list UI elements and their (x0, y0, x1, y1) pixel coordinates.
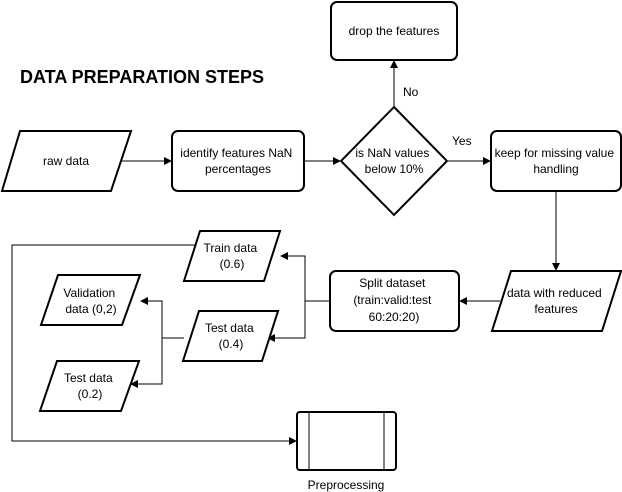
node-keep-features: keep for missing value handling (490, 130, 622, 192)
node-shape (181, 310, 280, 362)
edge-test-to-validation (147, 300, 184, 339)
node-label: is NaN values below 10% (355, 146, 432, 176)
node-shape (330, 1, 458, 61)
node-preprocessing: Preprocessing (296, 411, 397, 492)
node-test-data-split: Test data (0.4) (181, 310, 280, 362)
node-nan-check: is NaN values below 10% (339, 105, 449, 217)
arrowhead (280, 252, 288, 260)
node-shape (490, 270, 622, 332)
arrowhead (390, 60, 398, 68)
node-shape (182, 230, 282, 282)
arrowhead (459, 297, 467, 305)
node-label: drop the features (349, 24, 440, 38)
node-shape (38, 360, 141, 412)
edge-split-to-train (287, 255, 330, 302)
node-validation-data: Validation data (0,2) (39, 274, 142, 326)
diagram-title: DATA PREPARATION STEPS (20, 67, 264, 87)
node-shape (0, 130, 133, 192)
edge-test-to-testfinal (137, 338, 163, 385)
edge-train-to-preprocessing (11, 244, 290, 442)
edge-label-no: No (403, 85, 419, 99)
node-label: Preprocessing (308, 478, 385, 492)
arrowhead (483, 157, 491, 165)
arrowhead (289, 437, 297, 445)
arrowhead (552, 263, 560, 271)
edges (11, 60, 560, 445)
node-drop-features: drop the features (330, 1, 458, 61)
node-reduced-data: data with reduced features (490, 270, 622, 332)
node-shape (171, 130, 305, 192)
node-shape (490, 130, 622, 192)
node-test-data-final: Test data (0.2) (38, 360, 141, 412)
node-shape (39, 274, 142, 326)
node-shape (329, 270, 460, 332)
arrowhead (130, 380, 138, 388)
node-label: Test data (0.2) (64, 371, 116, 401)
arrowhead (140, 297, 148, 305)
node-label: Test data (0.4) (205, 321, 257, 351)
node-label: data with reduced features (507, 286, 605, 316)
edge-split-to-test (274, 301, 306, 339)
arrowhead (267, 334, 275, 342)
node-train-data: Train data (0.6) (182, 230, 282, 282)
node-label: raw data (43, 154, 89, 168)
node-shape (296, 411, 397, 471)
node-identify-features: identify features NaN percentages (171, 130, 305, 192)
arrowhead (164, 157, 172, 165)
node-split-dataset: Split dataset (train:valid:test 60:20:20… (329, 270, 460, 332)
edge-label-yes: Yes (452, 134, 472, 148)
node-label: Validation data (0,2) (63, 286, 118, 316)
node-label: Split dataset (train:valid:test 60:20:20… (353, 276, 434, 324)
node-label: Train data (0.6) (204, 241, 261, 271)
node-label: keep for missing value handling (495, 146, 618, 176)
node-shape (339, 105, 449, 217)
node-raw-data: raw data (0, 130, 133, 192)
arrowhead (333, 157, 341, 165)
node-label: identify features NaN percentages (180, 146, 295, 176)
